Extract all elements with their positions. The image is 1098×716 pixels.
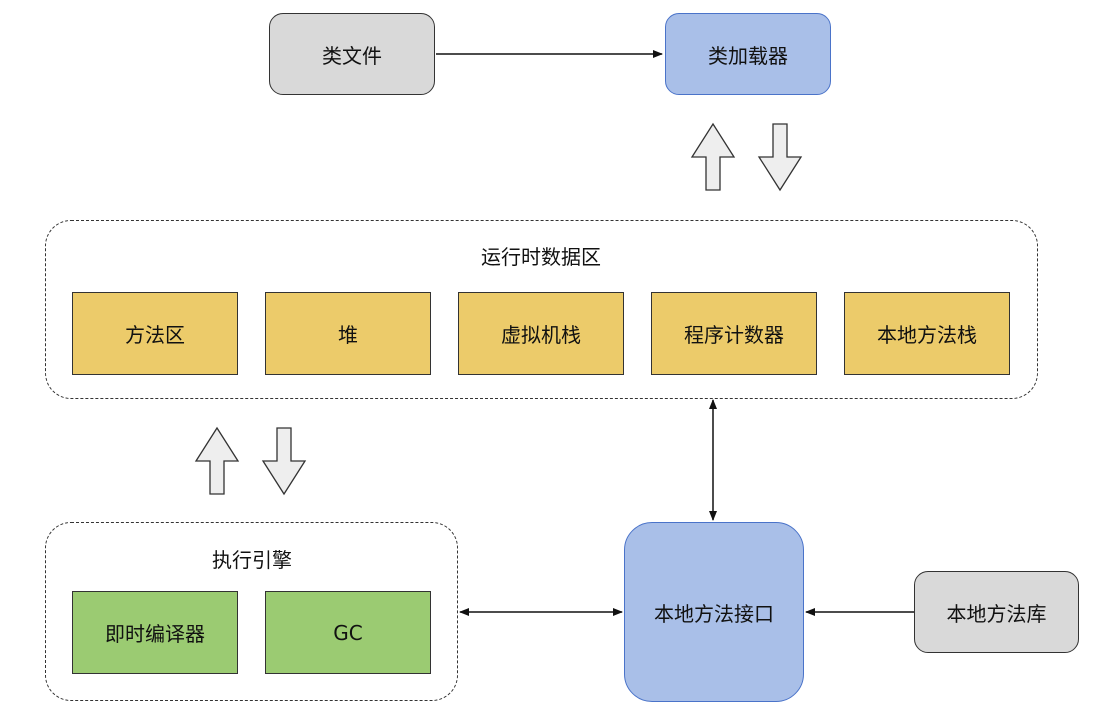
pc-register-node: 程序计数器 (651, 292, 817, 375)
jit-compiler-label: 即时编译器 (105, 622, 205, 646)
pc-register-label: 程序计数器 (684, 323, 784, 347)
native-method-stack-label: 本地方法栈 (877, 323, 977, 347)
vm-stack-label: 虚拟机栈 (501, 323, 581, 347)
native-method-stack-node: 本地方法栈 (844, 292, 1010, 375)
class-file-label: 类文件 (322, 43, 382, 68)
class-file-node: 类文件 (269, 13, 435, 95)
native-method-library-label: 本地方法库 (946, 601, 1047, 626)
method-area-node: 方法区 (72, 292, 238, 375)
down-hollow-arrow-icon (261, 427, 307, 496)
vm-stack-node: 虚拟机栈 (458, 292, 624, 375)
down-hollow-arrow-icon (757, 123, 803, 192)
runtime-data-area-group (45, 220, 1038, 399)
jit-compiler-node: 即时编译器 (72, 591, 238, 674)
heap-node: 堆 (265, 292, 431, 375)
method-area-label: 方法区 (125, 323, 185, 347)
heap-label: 堆 (338, 323, 358, 347)
up-hollow-arrow-icon (194, 426, 240, 495)
class-loader-node: 类加载器 (665, 13, 831, 95)
runtime-data-area-title: 运行时数据区 (481, 245, 601, 269)
class-loader-label: 类加载器 (708, 43, 788, 68)
native-method-interface-label: 本地方法接口 (654, 601, 774, 626)
native-method-interface-node: 本地方法接口 (624, 522, 804, 702)
up-hollow-arrow-icon (690, 122, 736, 191)
native-method-library-node: 本地方法库 (914, 571, 1079, 653)
execution-engine-group (45, 522, 458, 701)
execution-engine-title: 执行引擎 (212, 548, 292, 572)
gc-label: GC (333, 620, 363, 645)
gc-node: GC (265, 591, 431, 674)
